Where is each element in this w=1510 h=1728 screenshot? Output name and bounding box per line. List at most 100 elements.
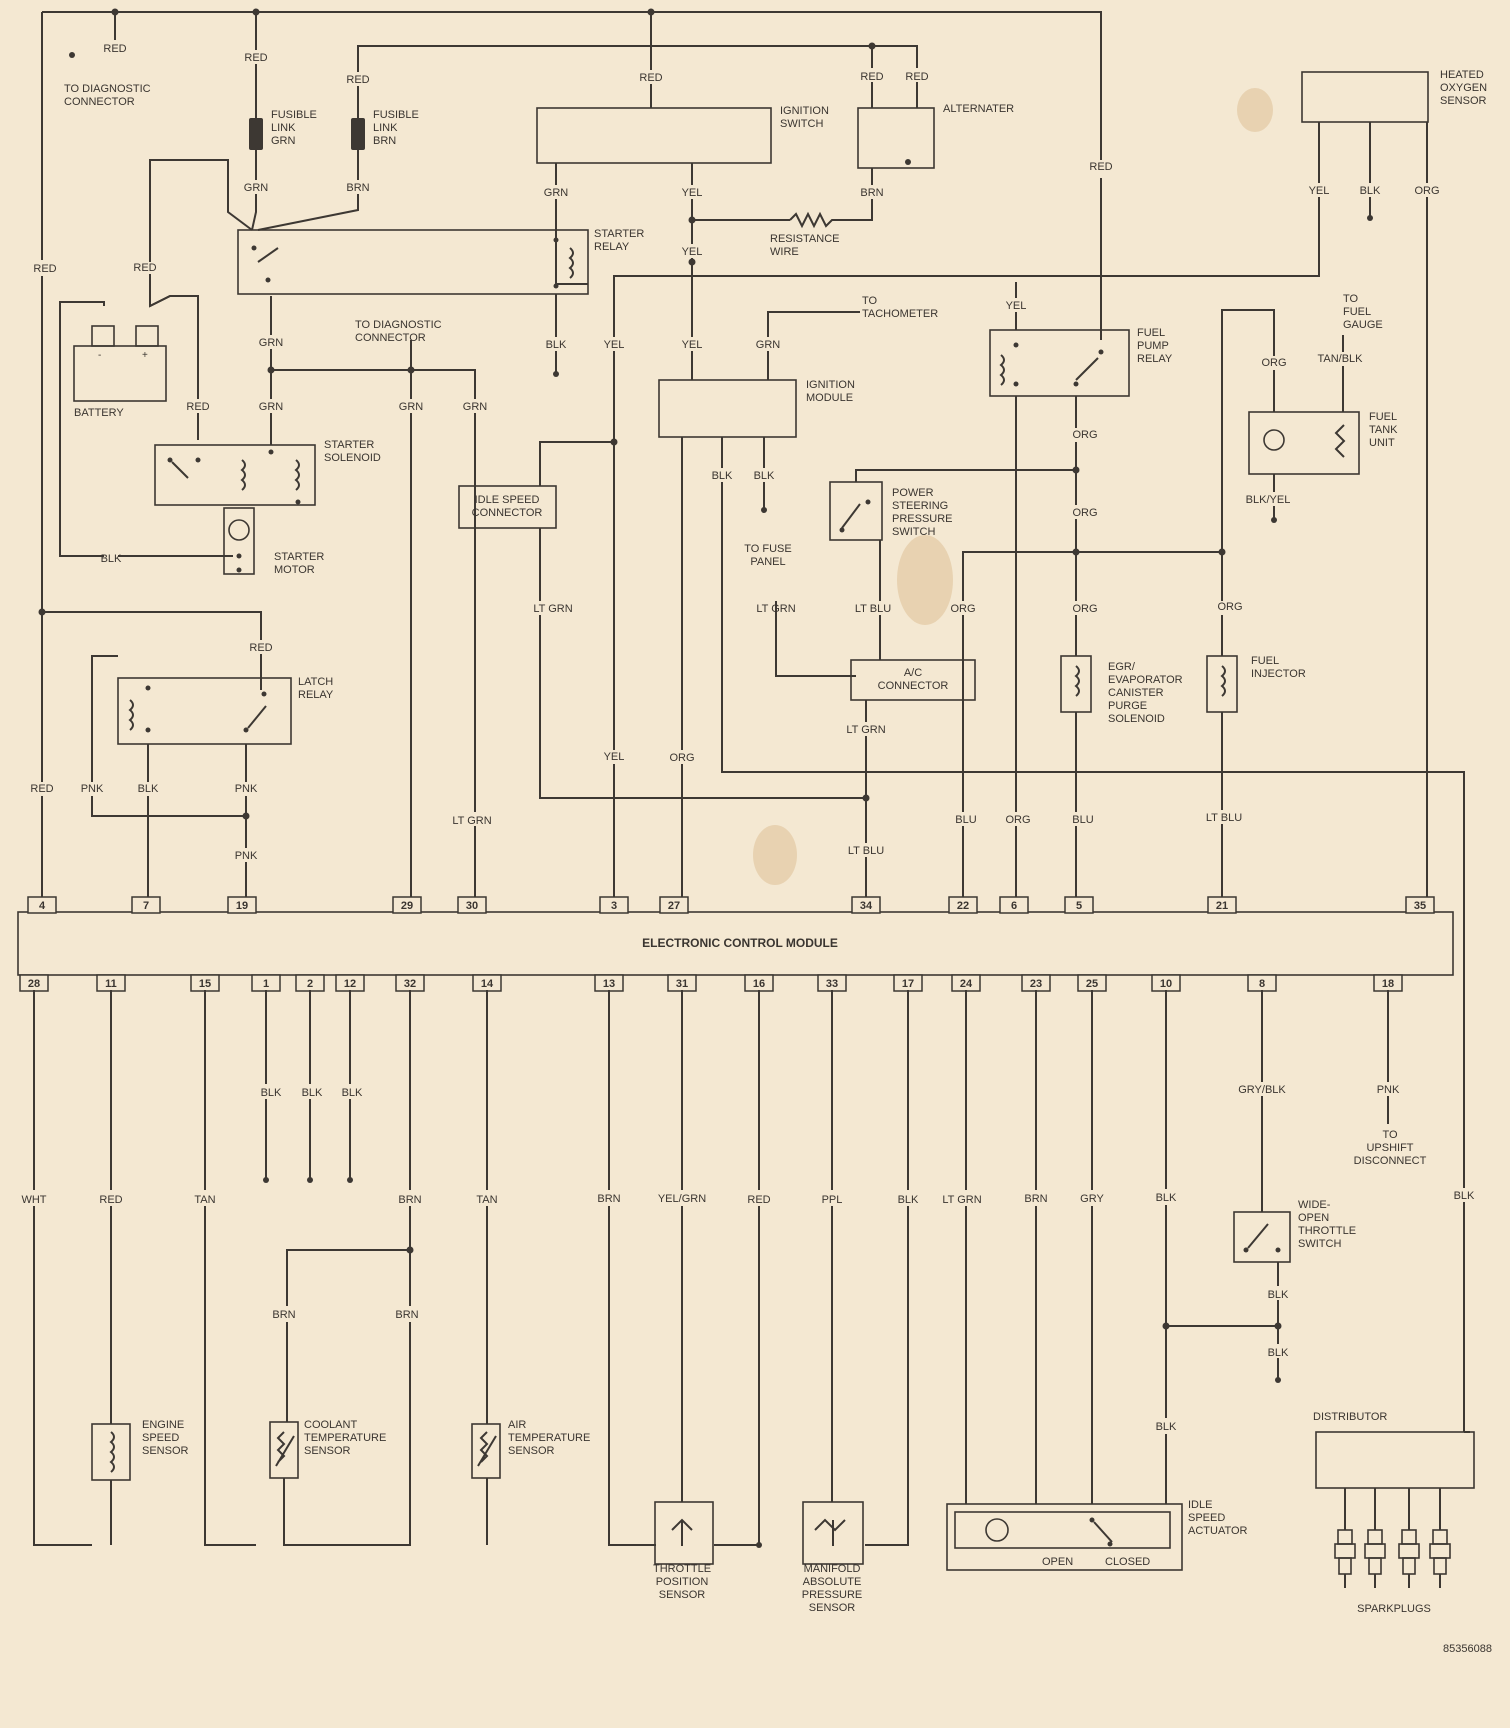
ecm-pin-number: 6 [1011, 900, 1017, 912]
wire-color-label: LT BLU [855, 603, 891, 615]
ecm-pin-number: 13 [603, 978, 615, 990]
ecm-pin-number: 4 [39, 900, 46, 912]
doc-number: 85356088 [1443, 1643, 1492, 1655]
ecm-pin-number: 30 [466, 900, 478, 912]
ecm-pin-number: 5 [1076, 900, 1082, 912]
ecm-pin-14: 14 [472, 974, 502, 992]
wire-color-label: YEL [1309, 185, 1330, 197]
ecm-pin-23: 23 [1021, 974, 1051, 992]
wire-color-label: LT GRN [533, 603, 572, 615]
ecm-pin-18: 18 [1373, 974, 1403, 992]
wire-color-label: GRN [399, 401, 424, 413]
wire-color-label: GRN [756, 339, 781, 351]
ecm-pin-17: 17 [893, 974, 923, 992]
wire-color-label: GRN [463, 401, 488, 413]
ecm-pin-number: 21 [1216, 900, 1228, 912]
wire-color-label: GRN [259, 337, 284, 349]
wire-color-label: YEL [1006, 300, 1027, 312]
wire-color-label: GRN [259, 401, 284, 413]
ecm-label: ELECTRONIC CONTROL MODULE [642, 936, 838, 950]
sparkplug-icon [1398, 1529, 1420, 1588]
ecm-pin-number: 24 [960, 978, 973, 990]
ecm-pin-12: 12 [335, 974, 365, 992]
ecm-pin-number: 14 [481, 978, 494, 990]
ecm-pin-2: 2 [295, 974, 325, 992]
ecm-pin-11: 11 [96, 974, 126, 992]
wire-color-label: BLK [101, 553, 122, 565]
ecm-pin-number: 34 [860, 900, 873, 912]
wire-color-label: BLK [1360, 185, 1381, 197]
wire-color-label: BLK [1268, 1347, 1289, 1359]
ecm-pin-number: 31 [676, 978, 688, 990]
wire-color-label: ORG [1072, 507, 1097, 519]
ecm-pin-number: 16 [753, 978, 765, 990]
wire-color-label: BRN [272, 1309, 295, 1321]
ecm-pin-15: 15 [190, 974, 220, 992]
wires-top [38, 8, 1465, 1432]
wire-color-label: BLK [1268, 1289, 1289, 1301]
ecm-pin-number: 27 [668, 900, 680, 912]
wire-color-label: PNK [81, 783, 104, 795]
electronic-control-module: ELECTRONIC CONTROL MODULE [17, 911, 1454, 976]
sparkplug-icon [1334, 1529, 1356, 1588]
sparkplug-icon [1364, 1529, 1386, 1588]
ecm-pin-number: 18 [1382, 978, 1394, 990]
wire-color-label: TAN [194, 1194, 215, 1206]
ecm-pin-number: 28 [28, 978, 40, 990]
ecm-pin-29: 29 [392, 896, 422, 914]
label-distributor: DISTRIBUTOR [1313, 1411, 1387, 1423]
wire-color-label: LT BLU [848, 845, 884, 857]
ecm-pin-32: 32 [395, 974, 425, 992]
wire-color-label: GRN [244, 182, 269, 194]
svg-text:-: - [98, 350, 101, 361]
ecm-pin-28: 28 [19, 974, 49, 992]
ecm-pin-number: 29 [401, 900, 413, 912]
ecm-pin-10: 10 [1151, 974, 1181, 992]
wire-color-label: BLK/YEL [1246, 494, 1291, 506]
wire-color-label: YEL [682, 246, 703, 258]
wire-color-label: RED [249, 642, 272, 654]
wire-color-label: RED [133, 262, 156, 274]
wire-color-label: BLK [712, 470, 733, 482]
ecm-pin-7: 7 [131, 896, 161, 914]
ecm-pin-number: 22 [957, 900, 969, 912]
wire-color-label: PNK [235, 783, 258, 795]
ecm-pin-number: 1 [263, 978, 269, 990]
wire-color-label: ORG [1005, 814, 1030, 826]
ecm-pin-number: 2 [307, 978, 313, 990]
ecm-pin-number: 11 [105, 978, 117, 990]
wire-color-label: LT BLU [1206, 812, 1242, 824]
components-top: -+ [73, 71, 1429, 745]
ecm-pin-6: 6 [999, 896, 1029, 914]
wire-color-label: BLK [302, 1087, 323, 1099]
wire-color-label: BLK [898, 1194, 919, 1206]
wire-color-label: RED [1089, 161, 1112, 173]
wire-color-label: BLK [546, 339, 567, 351]
ecm-pin-number: 3 [611, 900, 617, 912]
wire-color-label: BRN [398, 1194, 421, 1206]
wire-color-label: RED [346, 74, 369, 86]
ecm-pin-number: 19 [236, 900, 248, 912]
ecm-pin-number: 25 [1086, 978, 1098, 990]
ecm-pin-number: 17 [902, 978, 914, 990]
ecm-pin-number: 15 [199, 978, 211, 990]
